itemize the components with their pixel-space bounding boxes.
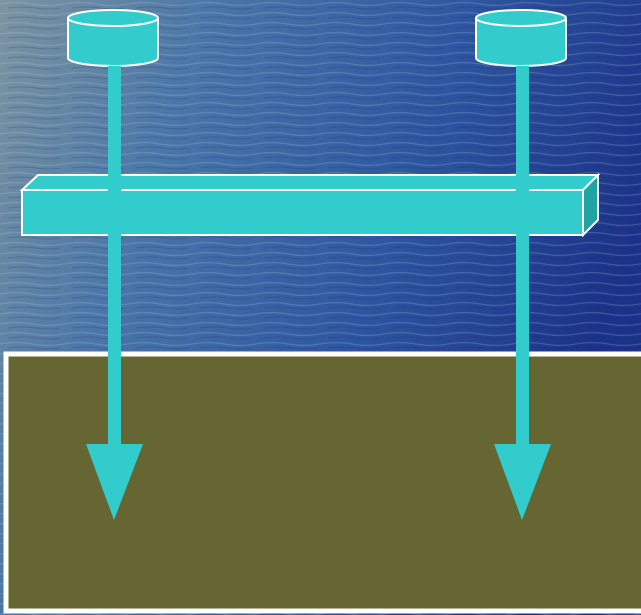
right-cylinder <box>475 9 567 67</box>
right-arrow <box>494 66 551 520</box>
left-arrow <box>86 66 143 520</box>
left-cylinder <box>67 9 159 67</box>
